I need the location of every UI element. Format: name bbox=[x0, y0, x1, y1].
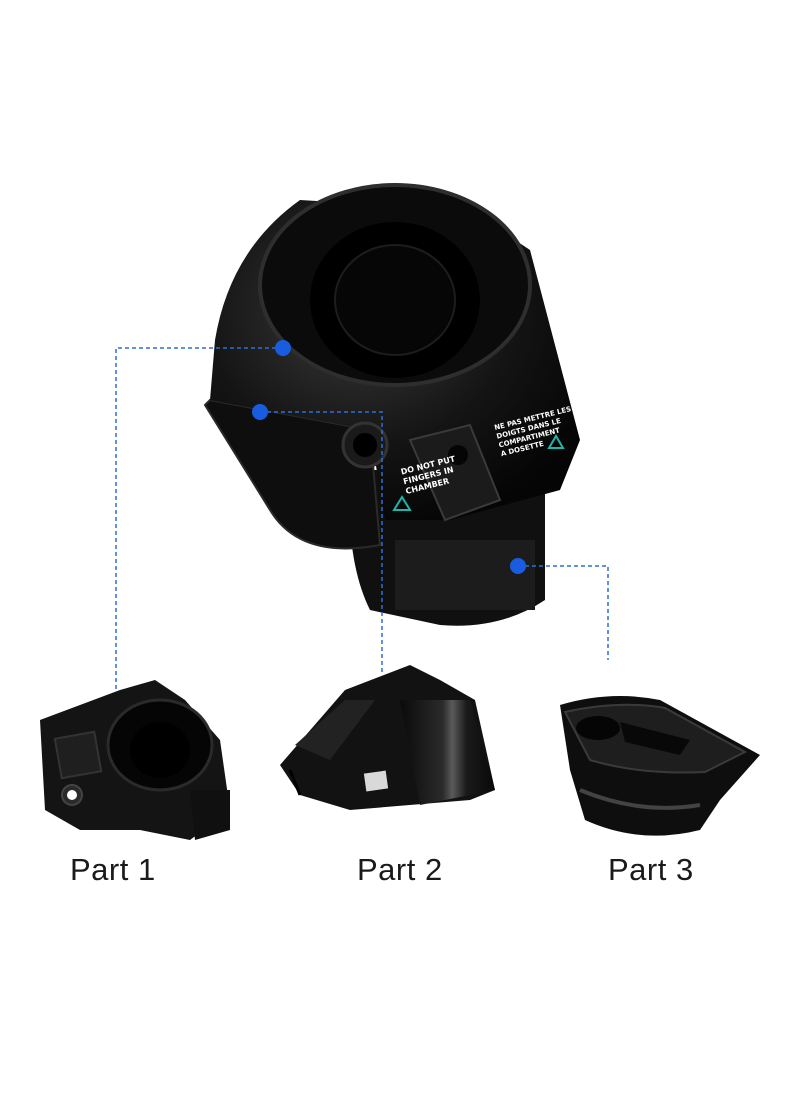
assembly-lower-band bbox=[395, 540, 535, 610]
assembly-latch bbox=[408, 423, 502, 522]
pod-holder-assembly: DO NOT PUT FINGERS IN CHAMBER NE PAS MET… bbox=[203, 183, 580, 626]
callout-dot-part-1 bbox=[275, 340, 291, 356]
part-1-image bbox=[40, 680, 230, 840]
part-2-label: Part 2 bbox=[357, 852, 443, 887]
assembly-side-housing bbox=[203, 398, 382, 550]
callout-line-part-1 bbox=[115, 347, 283, 690]
part-1-label: Part 1 bbox=[70, 852, 156, 887]
callout-line-part-3 bbox=[518, 565, 609, 660]
callout-line-part-2 bbox=[260, 411, 383, 672]
callout-lines bbox=[115, 347, 609, 690]
part-3-label: Part 3 bbox=[608, 852, 694, 887]
warning-triangle-icon-en bbox=[392, 495, 412, 511]
part-2-image bbox=[280, 665, 495, 810]
callout-dot-part-2 bbox=[252, 404, 268, 420]
part-3-image bbox=[560, 696, 760, 836]
warning-triangle-icon-fr bbox=[547, 434, 565, 449]
callout-dot-part-3 bbox=[510, 558, 526, 574]
